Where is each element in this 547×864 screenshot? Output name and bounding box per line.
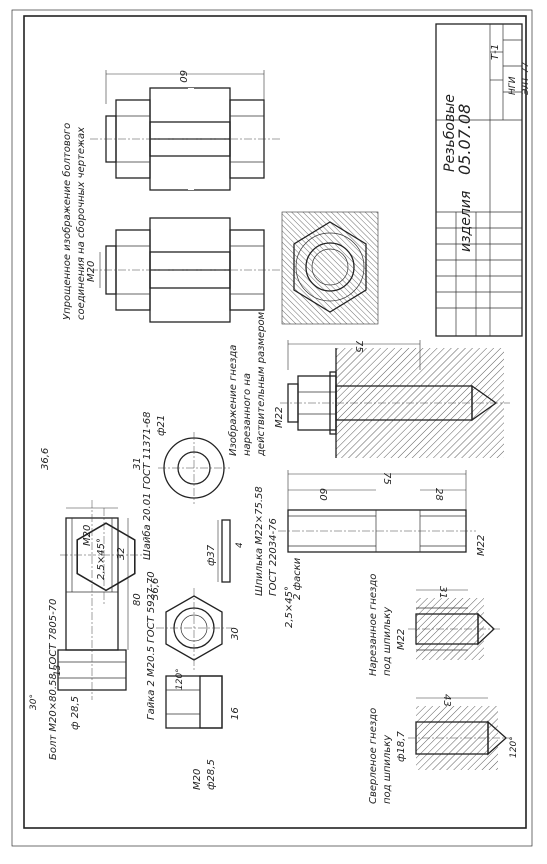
title-text-line1: Резьбовые bbox=[442, 94, 458, 172]
bolt-angle: 30° bbox=[29, 694, 39, 710]
stud-chamfer: 2,5×45° bbox=[284, 586, 295, 628]
stud-m22: М22 bbox=[476, 535, 487, 556]
washer-d37: ф37 bbox=[206, 544, 217, 566]
nut-dim-16: 16 bbox=[230, 707, 241, 720]
bolt-chamfer: 2,5×45° bbox=[96, 538, 107, 580]
drilled-dim-43: 43 bbox=[441, 694, 452, 707]
tapped-note-line2: под шпильку bbox=[382, 606, 393, 676]
bolt-m20: М20 bbox=[82, 525, 93, 546]
tapped-m22: М22 bbox=[396, 629, 407, 650]
nut-dim-36-6: 36,6 bbox=[150, 578, 161, 600]
simplified-dim-60: 60 bbox=[177, 70, 188, 83]
drilled-note-line2: под шпильку bbox=[382, 734, 393, 804]
hex-31: 31 bbox=[132, 457, 143, 470]
socket-note-line3: действительным размером bbox=[256, 311, 267, 457]
stud-label-line1: Шпилька М22×75.58 bbox=[254, 486, 265, 596]
outer-frame bbox=[11, 9, 533, 847]
hex-36-6: 36,6 bbox=[40, 448, 51, 470]
simplified-note-line2: соединения на сборочных чертежах bbox=[75, 127, 87, 320]
nut-d28-5: ф28,5 bbox=[206, 759, 217, 790]
washer-d21: ф21 bbox=[156, 415, 167, 436]
bolt-dim-13: 13 bbox=[53, 664, 63, 676]
title-sheet-label: Т-1 bbox=[490, 44, 501, 60]
tapped-socket-view: Нарезанное гнездо под шпильку 31 М22 bbox=[368, 574, 500, 676]
bolt-view: Болт М20×80.58 ГОСТ 7805-70 М20 2,5×45° … bbox=[29, 500, 143, 760]
tapped-dim-31: 31 bbox=[437, 586, 448, 599]
stud-dim-75: 75 bbox=[381, 472, 392, 485]
washer-view: Шайба 20.01 ГОСТ 11371-68 ф21 ф37 4 bbox=[141, 412, 245, 583]
title-org-line1: НГИ bbox=[508, 76, 518, 95]
socket-with-stud: 75 M22 bbox=[274, 340, 510, 458]
stud-dim-60: 60 bbox=[317, 488, 328, 501]
nut-plan-view bbox=[281, 211, 379, 325]
drawing-frame bbox=[23, 15, 527, 829]
stud-dim-28: 28 bbox=[433, 488, 444, 501]
washer-t4: 4 bbox=[235, 542, 245, 548]
bolt-head-view: 36,6 31 bbox=[40, 448, 146, 604]
socket-m22: M22 bbox=[274, 407, 285, 428]
drilled-socket-view: Сверленое гнездо под шпильку 43 ф18,7 12… bbox=[368, 694, 519, 804]
nut-label: Гайка 2 М20.5 ГОСТ 5927-70 bbox=[146, 571, 157, 720]
nut-m20: М20 bbox=[192, 769, 203, 790]
simplified-note-line1: Упрощенное изображение болтового bbox=[61, 123, 73, 320]
nut-angle: 120° bbox=[175, 668, 185, 690]
drilled-d18-7: ф18,7 bbox=[396, 731, 407, 762]
socket-note-line2: нарезанного на bbox=[242, 373, 253, 456]
bolt-label: Болт М20×80.58 ГОСТ 7805-70 bbox=[48, 599, 59, 760]
title-org-line2: ЭЛТ-77 bbox=[521, 61, 531, 96]
tapped-note-line1: Нарезанное гнездо bbox=[368, 574, 379, 676]
title-block: 05.07.08 Резьбовые изделия Т-1 НГИ ЭЛТ-7… bbox=[435, 23, 531, 337]
socket-dim-75: 75 bbox=[353, 340, 364, 353]
drilled-note-line1: Сверленое гнездо bbox=[368, 708, 379, 804]
stud-chamfer-note: 2 фаски bbox=[292, 557, 303, 600]
title-code: 05.07.08 bbox=[455, 104, 474, 175]
bolted-joint-upper: 60 bbox=[90, 70, 280, 191]
bolt-dim-32: 32 bbox=[116, 547, 127, 560]
title-text-line2: изделия bbox=[458, 191, 474, 252]
stud-view: Шпилька М22×75.58 ГОСТ 22034-76 60 75 28… bbox=[254, 470, 487, 628]
stud-label-line2: ГОСТ 22034-76 bbox=[268, 518, 279, 596]
drilled-angle: 120° bbox=[509, 736, 519, 758]
bolted-joint-lower: M20 bbox=[86, 217, 280, 323]
simplified-m20: M20 bbox=[86, 261, 97, 282]
bolt-d28-5: ф 28,5 bbox=[70, 696, 81, 730]
washer-label: Шайба 20.01 ГОСТ 11371-68 bbox=[141, 412, 153, 560]
bolt-dim-80: 80 bbox=[132, 593, 143, 606]
simplified-joint-notes: Упрощенное изображение болтового соедине… bbox=[61, 123, 87, 320]
socket-notes: Изображение гнезда нарезанного на действ… bbox=[227, 311, 267, 457]
socket-note-line1: Изображение гнезда bbox=[227, 345, 239, 456]
nut-dim-30: 30 bbox=[230, 627, 241, 640]
nut-view: Гайка 2 М20.5 ГОСТ 5927-70 36,6 30 16 ф2… bbox=[146, 571, 241, 790]
